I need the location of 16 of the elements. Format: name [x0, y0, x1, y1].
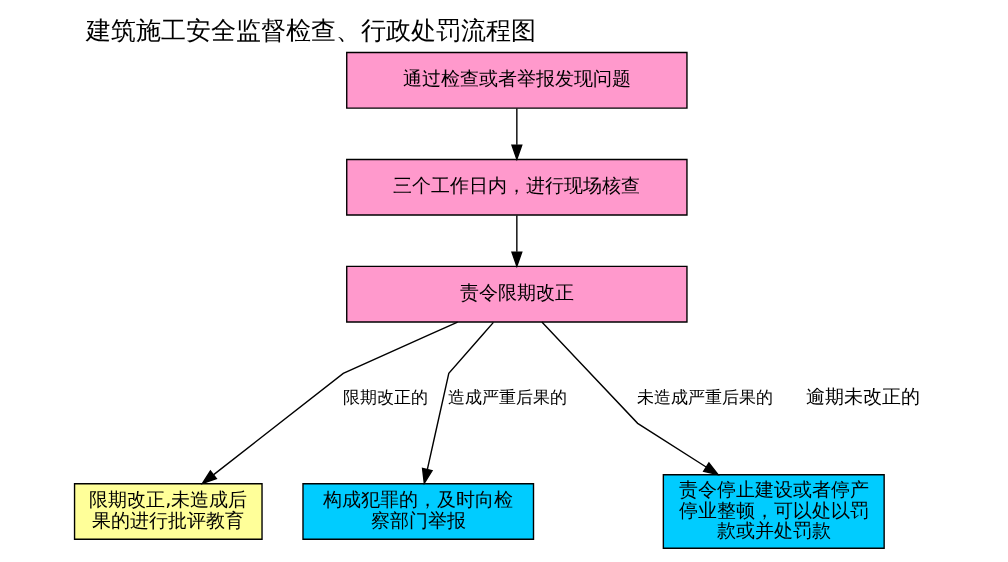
arrow: [511, 107, 523, 162]
diagram-title: 建筑施工安全监督检查、行政处罚流程图: [86, 16, 537, 46]
label: 逾期未改正的: [805, 385, 920, 409]
edge-label: 造成严重后果的: [448, 387, 568, 407]
edge-label: 未造成严重后果的: [637, 387, 774, 407]
arrow: [541, 321, 720, 476]
node-box: 三个工作日内，进行现场核查: [346, 158, 688, 216]
arrow: [200, 321, 459, 485]
node-box: 责令限期改正: [346, 265, 688, 323]
node-box: 构成犯罪的，及时向检察部门举报: [302, 483, 535, 540]
node-box: 限期改正,未造成后果的进行批评教育: [73, 483, 263, 540]
node-box: 通过检查或者举报发现问题: [346, 51, 688, 109]
edge-label: 限期改正的: [343, 387, 429, 407]
arrow: [421, 321, 495, 486]
arrow: [511, 214, 523, 269]
node-box: 责令停止建设或者停产停业整顿，可以处以罚款或并处罚款: [662, 474, 885, 549]
